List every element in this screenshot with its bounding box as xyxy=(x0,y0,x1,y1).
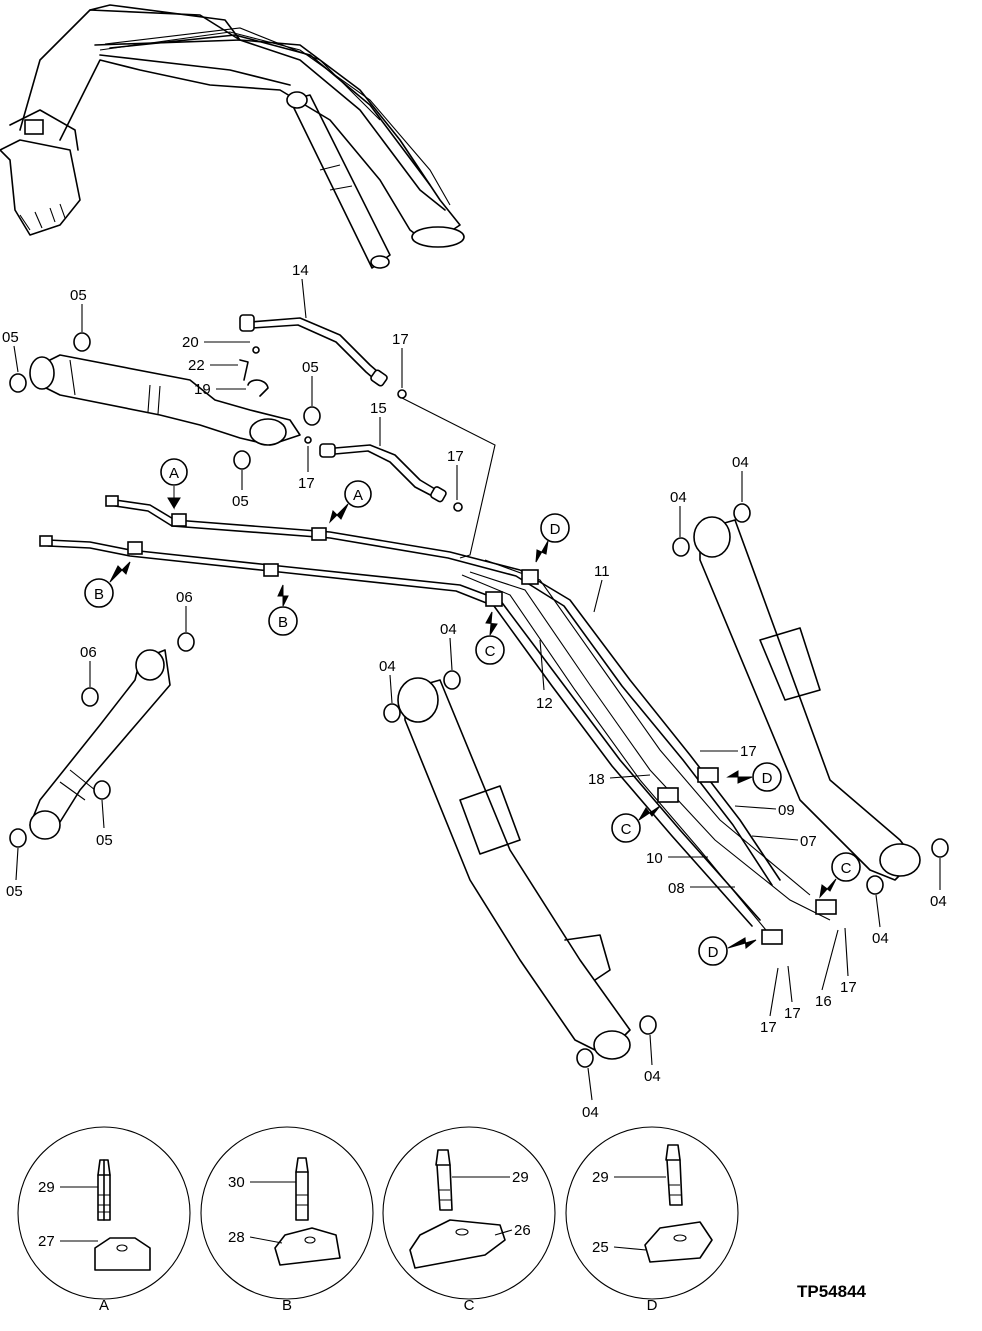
svg-text:A: A xyxy=(169,465,179,482)
detail-view-a: 29 27 A xyxy=(17,1126,191,1314)
label-11: 11 xyxy=(594,563,610,580)
label-17: 17 xyxy=(760,1019,777,1036)
figure-id: TP54844 xyxy=(797,1282,867,1301)
svg-text:C: C xyxy=(841,860,852,877)
label-04: 04 xyxy=(872,930,889,947)
callout-d-1: D xyxy=(535,513,570,563)
label-17: 17 xyxy=(447,448,464,465)
callout-d-3: D xyxy=(698,936,757,966)
label-10: 10 xyxy=(646,850,663,867)
label-04: 04 xyxy=(670,489,687,506)
label-29: 29 xyxy=(38,1179,55,1196)
svg-text:D: D xyxy=(550,521,561,538)
callout-a-1: A xyxy=(160,458,188,510)
detail-label-d: D xyxy=(647,1297,658,1314)
detail-label-a: A xyxy=(99,1297,109,1314)
hydraulic-tube-bundle xyxy=(39,495,837,945)
label-04: 04 xyxy=(644,1068,661,1085)
callout-d-2: D xyxy=(726,762,782,792)
callout-c-1: C xyxy=(475,611,505,665)
detail-view-d: 29 25 D xyxy=(565,1126,739,1314)
label-27: 27 xyxy=(38,1233,55,1250)
detail-view-c: 29 26 C xyxy=(382,1126,556,1314)
label-06: 06 xyxy=(80,644,97,661)
label-04: 04 xyxy=(732,454,749,471)
callout-b-2: B xyxy=(268,584,298,636)
label-12: 12 xyxy=(536,695,553,712)
label-25: 25 xyxy=(592,1239,609,1256)
callout-b-1: B xyxy=(84,561,131,608)
label-22: 22 xyxy=(188,357,205,374)
detail-view-b: 30 28 B xyxy=(200,1126,374,1314)
label-05: 05 xyxy=(2,329,19,346)
label-29: 29 xyxy=(592,1169,609,1186)
svg-text:D: D xyxy=(762,770,773,787)
svg-text:C: C xyxy=(621,821,632,838)
label-17: 17 xyxy=(298,475,315,492)
detail-label-c: C xyxy=(464,1297,475,1314)
label-04: 04 xyxy=(379,658,396,675)
label-14: 14 xyxy=(292,262,309,279)
label-28: 28 xyxy=(228,1229,245,1246)
label-04: 04 xyxy=(440,621,457,638)
label-15: 15 xyxy=(370,400,387,417)
label-16: 16 xyxy=(815,993,832,1010)
label-18: 18 xyxy=(588,771,605,788)
svg-text:A: A xyxy=(353,487,363,504)
svg-text:B: B xyxy=(278,614,288,631)
label-30: 30 xyxy=(228,1174,245,1191)
label-07: 07 xyxy=(800,833,817,850)
boom-cylinder-middle xyxy=(383,670,657,1068)
callout-c-3: C xyxy=(819,852,861,899)
excavator-overview-illustration xyxy=(0,4,465,269)
label-06: 06 xyxy=(176,589,193,606)
label-17: 17 xyxy=(740,743,757,760)
label-05: 05 xyxy=(70,287,87,304)
callout-c-2: C xyxy=(611,805,661,843)
svg-text:C: C xyxy=(485,643,496,660)
label-05: 05 xyxy=(96,832,113,849)
label-04: 04 xyxy=(930,893,947,910)
label-05: 05 xyxy=(6,883,23,900)
label-17: 17 xyxy=(392,331,409,348)
label-05: 05 xyxy=(232,493,249,510)
label-08: 08 xyxy=(668,880,685,897)
label-29: 29 xyxy=(512,1169,529,1186)
svg-text:B: B xyxy=(94,586,104,603)
svg-text:D: D xyxy=(708,944,719,961)
label-05: 05 xyxy=(302,359,319,376)
bucket-cylinder-left xyxy=(9,632,195,848)
label-26: 26 xyxy=(514,1222,531,1239)
detail-label-b: B xyxy=(282,1297,292,1314)
part-number-labels: 14 05 05 20 22 19 17 05 15 05 17 17 11 1… xyxy=(2,262,947,1121)
arm-cylinder-left xyxy=(9,314,496,559)
boom-cylinder-right xyxy=(672,503,949,895)
callout-a-2: A xyxy=(329,480,372,524)
label-17: 17 xyxy=(840,979,857,996)
label-20: 20 xyxy=(182,334,199,351)
label-19: 19 xyxy=(194,381,211,398)
label-04: 04 xyxy=(582,1104,599,1121)
callout-markers: A A B B C D D xyxy=(84,458,861,966)
label-17: 17 xyxy=(784,1005,801,1022)
label-09: 09 xyxy=(778,802,795,819)
